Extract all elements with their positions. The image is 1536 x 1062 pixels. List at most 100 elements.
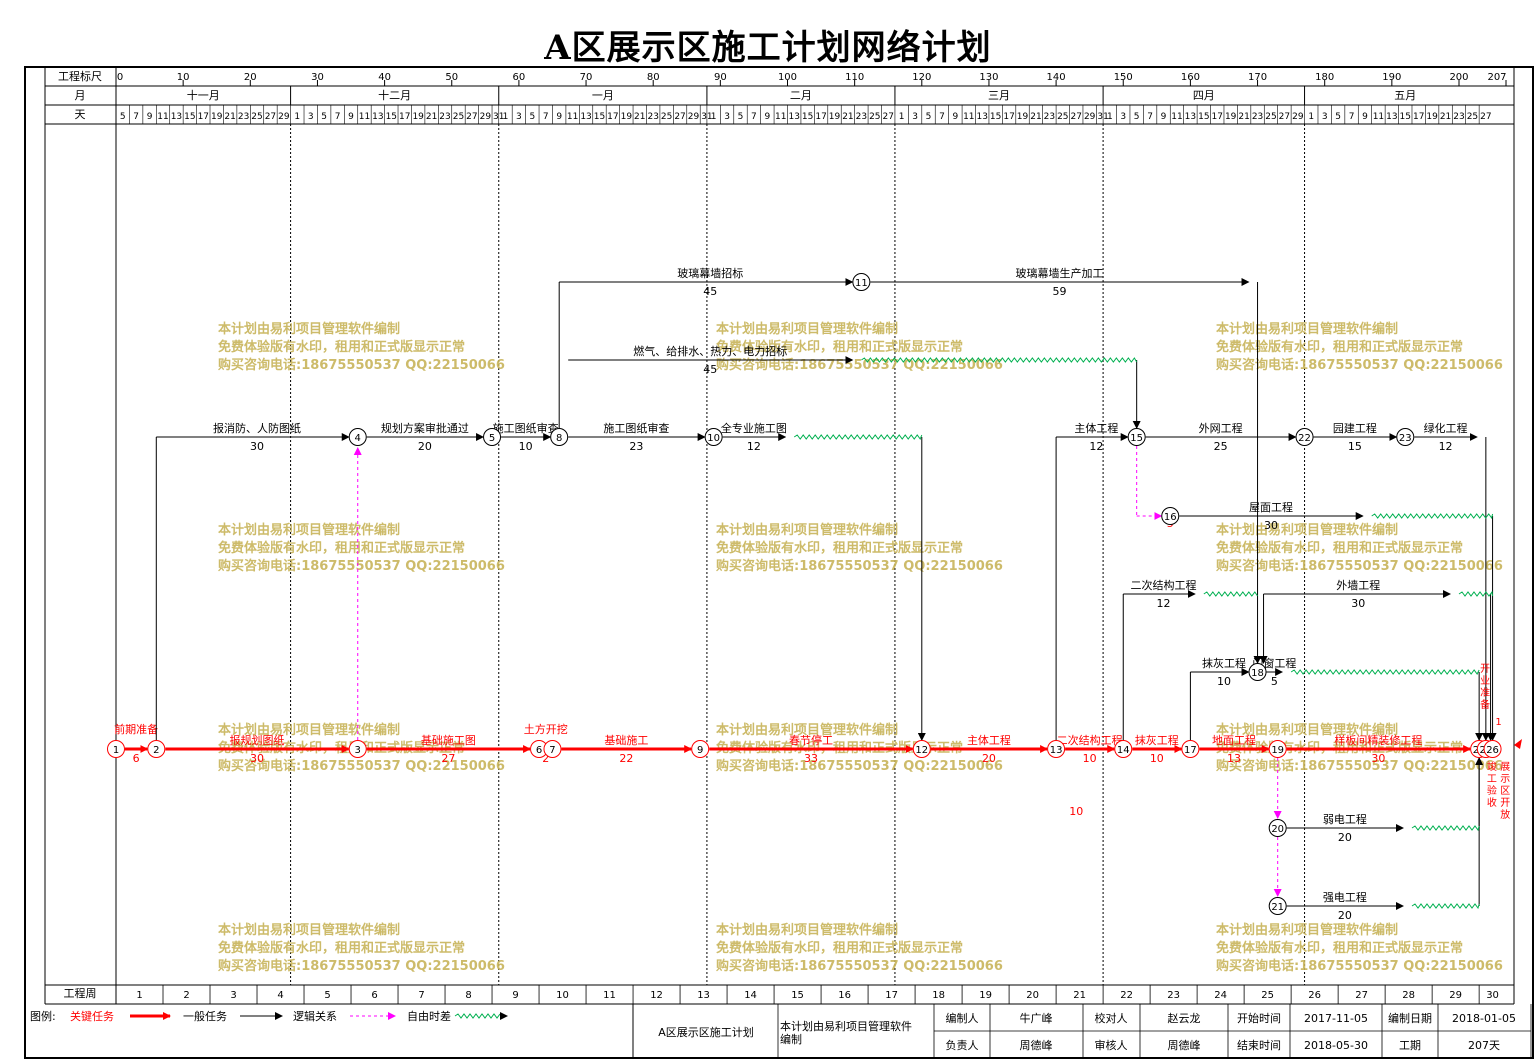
node-number: 3 xyxy=(355,745,361,756)
free-float-wave xyxy=(861,357,1138,363)
footer-cell: 周德峰 xyxy=(1020,1038,1053,1052)
network-node: 7 xyxy=(543,740,562,758)
day-number: 23 xyxy=(856,112,867,122)
node-number: 16 xyxy=(1164,512,1177,523)
vertical-label: 1 xyxy=(1495,717,1501,728)
activity-name: 弱电工程 xyxy=(1323,813,1367,826)
node-circle xyxy=(1047,740,1066,758)
week-number: 19 xyxy=(979,990,992,1001)
network-node: 8 xyxy=(550,428,569,446)
day-number: 19 xyxy=(1225,112,1237,122)
day-number: 15 xyxy=(184,112,195,122)
network-node: 11 xyxy=(852,273,871,291)
activity-name: 燃气、给排水、热力、电力招标 xyxy=(633,344,787,358)
node-circle xyxy=(691,740,710,758)
vertical-label-char: 放 xyxy=(1500,808,1510,821)
day-number: 7 xyxy=(939,112,945,122)
node-number: 7 xyxy=(549,745,555,756)
day-number: 3 xyxy=(1120,112,1126,122)
scale-tick-label: 130 xyxy=(979,72,998,83)
day-number: 7 xyxy=(751,112,757,122)
activity-name: 春节停工 xyxy=(789,733,833,747)
day-number: 11 xyxy=(359,112,370,122)
activity-name: 外墙工程 xyxy=(1336,578,1380,592)
day-number: 5 xyxy=(926,112,932,122)
day-number: 17 xyxy=(1413,112,1424,122)
activity-name: 强电工程 xyxy=(1323,891,1367,904)
watermark-text: 本计划由易利项目管理软件编制 xyxy=(1216,922,1398,938)
month-name: 二月 xyxy=(790,89,812,102)
activity-duration: 15 xyxy=(1348,440,1362,453)
vertical-label-char: 1 xyxy=(1495,717,1501,728)
scale-tick-label: 207 xyxy=(1487,72,1506,83)
network-node: 12 xyxy=(912,740,931,758)
node-circle xyxy=(1181,740,1200,758)
scale-tick-label: 80 xyxy=(647,72,660,83)
watermark-text: 购买咨询电话:18675550537 QQ:22150066 xyxy=(1216,558,1503,574)
node-number: 14 xyxy=(1117,745,1130,756)
day-number: 11 xyxy=(1373,112,1384,122)
day-number: 29 xyxy=(278,112,290,122)
node-number: 21 xyxy=(1271,902,1284,913)
legend-label: 图例: xyxy=(30,1009,56,1023)
watermark-text: 本计划由易利项目管理软件编制 xyxy=(218,722,400,738)
scale-tick-label: 70 xyxy=(580,72,593,83)
day-number: 27 xyxy=(1480,112,1491,122)
day-number: 11 xyxy=(157,112,168,122)
activity-duration: 22 xyxy=(619,752,633,765)
node-circle xyxy=(1396,428,1415,446)
node-number: 6 xyxy=(536,745,542,756)
watermark-text: 本计划由易利项目管理软件编制 xyxy=(218,922,400,938)
day-number: 5 xyxy=(120,112,126,122)
vertical-label-char: 开 xyxy=(1500,798,1510,809)
day-number: 13 xyxy=(977,112,988,122)
day-number: 25 xyxy=(1467,112,1478,122)
day-number: 21 xyxy=(1030,112,1041,122)
scale-tick-label: 200 xyxy=(1449,72,1468,83)
activity-duration: 30 xyxy=(1264,519,1278,532)
activity-name: 施工图纸审查 xyxy=(493,421,559,435)
week-number: 9 xyxy=(512,990,518,1001)
week-number: 25 xyxy=(1261,990,1274,1001)
activity-duration: 13 xyxy=(1227,752,1241,765)
day-number: 21 xyxy=(1440,112,1451,122)
day-number: 1 xyxy=(503,112,509,122)
network-node: 13 xyxy=(1047,740,1066,758)
scale-tick-label: 0 xyxy=(117,72,123,83)
watermark-text: 本计划由易利项目管理软件编制 xyxy=(218,321,400,337)
watermark-text: 免费体验版有水印，租用和正式版显示正常 xyxy=(218,940,465,956)
node-number: 22 xyxy=(1298,433,1311,444)
activity-duration: 45 xyxy=(703,363,717,376)
day-number: 29 xyxy=(688,112,700,122)
day-number: 21 xyxy=(1238,112,1249,122)
scale-tick-label: 110 xyxy=(845,72,864,83)
node-circle xyxy=(704,428,723,446)
activity-name: 抹灰工程 xyxy=(1202,656,1246,670)
day-number: 25 xyxy=(251,112,262,122)
node-number: 9 xyxy=(697,745,703,756)
node-number: 11 xyxy=(855,278,868,289)
node-number: 4 xyxy=(355,433,361,444)
week-number: 17 xyxy=(885,990,898,1001)
footer-cell: 赵云龙 xyxy=(1168,1011,1201,1025)
activity-name: 基础施工 xyxy=(604,734,648,747)
watermark-text: 购买咨询电话:18675550537 QQ:22150066 xyxy=(218,357,505,373)
day-number: 23 xyxy=(238,112,249,122)
week-number: 8 xyxy=(465,990,471,1001)
week-number: 11 xyxy=(603,990,616,1001)
day-number: 1 xyxy=(294,112,300,122)
day-number: 21 xyxy=(224,112,235,122)
node-circle xyxy=(1114,740,1133,758)
week-number: 2 xyxy=(183,990,189,1001)
network-node: 1 xyxy=(107,740,125,758)
day-number: 1 xyxy=(899,112,905,122)
activity-duration: 59 xyxy=(1052,285,1066,298)
activity-duration: 10 xyxy=(519,440,533,453)
scale-tick-label: 40 xyxy=(378,72,391,83)
network-node: 5 xyxy=(483,428,502,446)
day-number: 25 xyxy=(661,112,672,122)
watermark-text: 免费体验版有水印，租用和正式版显示正常 xyxy=(716,540,963,556)
day-number: 19 xyxy=(621,112,633,122)
free-float-wave xyxy=(1411,903,1480,910)
activity-duration: 12 xyxy=(1439,440,1453,453)
